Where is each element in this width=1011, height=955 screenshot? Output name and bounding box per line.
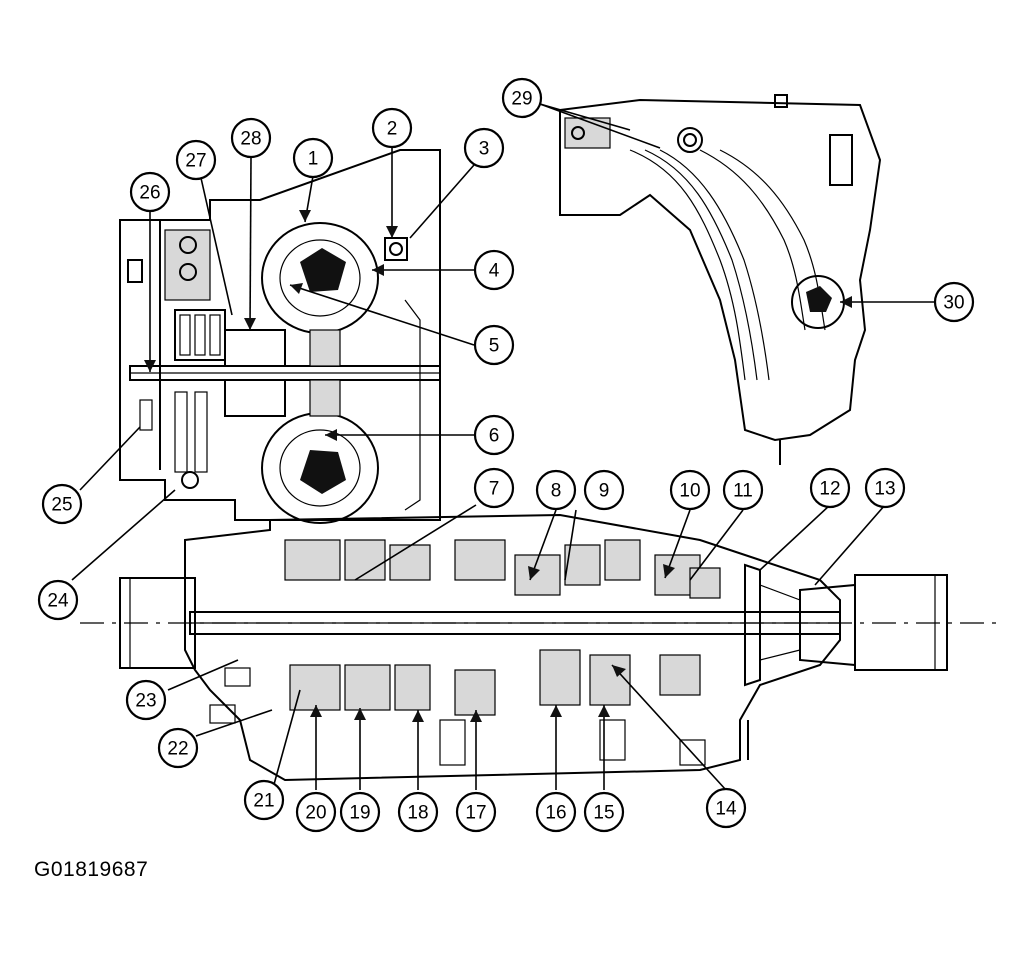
callout-circle bbox=[535, 469, 577, 511]
callout-label: 20 bbox=[305, 803, 326, 824]
callout-28: 28 bbox=[230, 117, 272, 159]
callout-circle bbox=[292, 137, 334, 179]
callout-label: 2 bbox=[387, 119, 398, 140]
callout-circle bbox=[473, 324, 515, 366]
callout-label: 7 bbox=[489, 479, 500, 500]
callout-circle bbox=[243, 779, 285, 821]
callout-label: 30 bbox=[943, 293, 964, 314]
callout-label: 12 bbox=[819, 479, 840, 500]
leader-lines bbox=[71, 103, 935, 791]
callout-27: 27 bbox=[175, 139, 217, 181]
figure-id: G01819687 bbox=[34, 858, 149, 881]
callout-circle bbox=[722, 469, 764, 511]
callout-7: 7 bbox=[473, 467, 515, 509]
callout-circle bbox=[455, 791, 497, 833]
callout-label: 23 bbox=[135, 691, 156, 712]
callout-label: 29 bbox=[511, 89, 532, 110]
callout-label: 25 bbox=[51, 495, 72, 516]
callout-circle bbox=[473, 249, 515, 291]
callout-10: 10 bbox=[669, 469, 711, 511]
callout-label: 11 bbox=[733, 481, 753, 502]
callout-label: 27 bbox=[185, 151, 206, 172]
callout-13: 13 bbox=[864, 467, 906, 509]
callout-label: 19 bbox=[349, 803, 370, 824]
callout-circle bbox=[397, 791, 439, 833]
callout-label: 16 bbox=[545, 803, 566, 824]
callout-circle bbox=[129, 171, 171, 213]
callout-circle bbox=[583, 469, 625, 511]
callout-circle bbox=[371, 107, 413, 149]
callout-14: 14 bbox=[705, 787, 747, 829]
callout-8: 8 bbox=[535, 469, 577, 511]
main-case-section bbox=[80, 513, 1000, 782]
callout-label: 4 bbox=[489, 261, 500, 282]
callout-label: 5 bbox=[489, 336, 500, 357]
callout-label: 6 bbox=[489, 426, 500, 447]
callout-12: 12 bbox=[809, 467, 851, 509]
callout-circle bbox=[339, 791, 381, 833]
callout-label: 8 bbox=[551, 481, 562, 502]
callout-label: 28 bbox=[240, 129, 261, 150]
callout-circle bbox=[175, 139, 217, 181]
callout-16: 16 bbox=[535, 791, 577, 833]
converter-housing-section bbox=[119, 149, 441, 524]
callout-23: 23 bbox=[125, 679, 167, 721]
callout-9: 9 bbox=[583, 469, 625, 511]
callout-29: 29 bbox=[501, 77, 543, 119]
callout-18: 18 bbox=[397, 791, 439, 833]
callout-label: 10 bbox=[679, 481, 700, 502]
callout-circle bbox=[535, 791, 577, 833]
callout-5: 5 bbox=[473, 324, 515, 366]
callout-label: 18 bbox=[407, 803, 428, 824]
callout-19: 19 bbox=[339, 791, 381, 833]
callout-circle bbox=[501, 77, 543, 119]
callout-label: 26 bbox=[139, 183, 160, 204]
callout-circle bbox=[473, 467, 515, 509]
callout-30: 30 bbox=[933, 281, 975, 323]
callout-17: 17 bbox=[455, 791, 497, 833]
callout-circle bbox=[463, 127, 505, 169]
callout-label: 3 bbox=[479, 139, 490, 160]
callout-label: 24 bbox=[47, 591, 69, 612]
callout-label: 15 bbox=[593, 803, 614, 824]
callout-circle bbox=[37, 579, 79, 621]
callout-24: 24 bbox=[37, 579, 79, 621]
callout-circle bbox=[809, 467, 851, 509]
callout-circle bbox=[125, 679, 167, 721]
callout-circle bbox=[295, 791, 337, 833]
callout-6: 6 bbox=[473, 414, 515, 456]
callout-15: 15 bbox=[583, 791, 625, 833]
callout-label: 14 bbox=[715, 799, 737, 820]
callout-circle bbox=[583, 791, 625, 833]
callout-circle bbox=[705, 787, 747, 829]
callout-label: 13 bbox=[874, 479, 895, 500]
callout-4: 4 bbox=[473, 249, 515, 291]
callout-22: 22 bbox=[157, 727, 199, 769]
callout-label: 1 bbox=[308, 149, 319, 170]
callout-circle bbox=[669, 469, 711, 511]
callout-circle bbox=[933, 281, 975, 323]
callout-26: 26 bbox=[129, 171, 171, 213]
callout-2: 2 bbox=[371, 107, 413, 149]
callout-3: 3 bbox=[463, 127, 505, 169]
callout-label: 17 bbox=[465, 803, 486, 824]
callout-circle bbox=[157, 727, 199, 769]
pump-case-section bbox=[559, 94, 882, 465]
callout-20: 20 bbox=[295, 791, 337, 833]
callout-25: 25 bbox=[41, 483, 83, 525]
callout-circle bbox=[41, 483, 83, 525]
callout-11: 11 bbox=[722, 469, 764, 511]
callout-circle bbox=[230, 117, 272, 159]
callout-label: 9 bbox=[599, 481, 610, 502]
callout-circle bbox=[864, 467, 906, 509]
callout-label: 22 bbox=[167, 739, 188, 760]
callout-label: 21 bbox=[253, 791, 274, 812]
callout-1: 1 bbox=[292, 137, 334, 179]
callout-21: 21 bbox=[243, 779, 285, 821]
callout-circle bbox=[473, 414, 515, 456]
